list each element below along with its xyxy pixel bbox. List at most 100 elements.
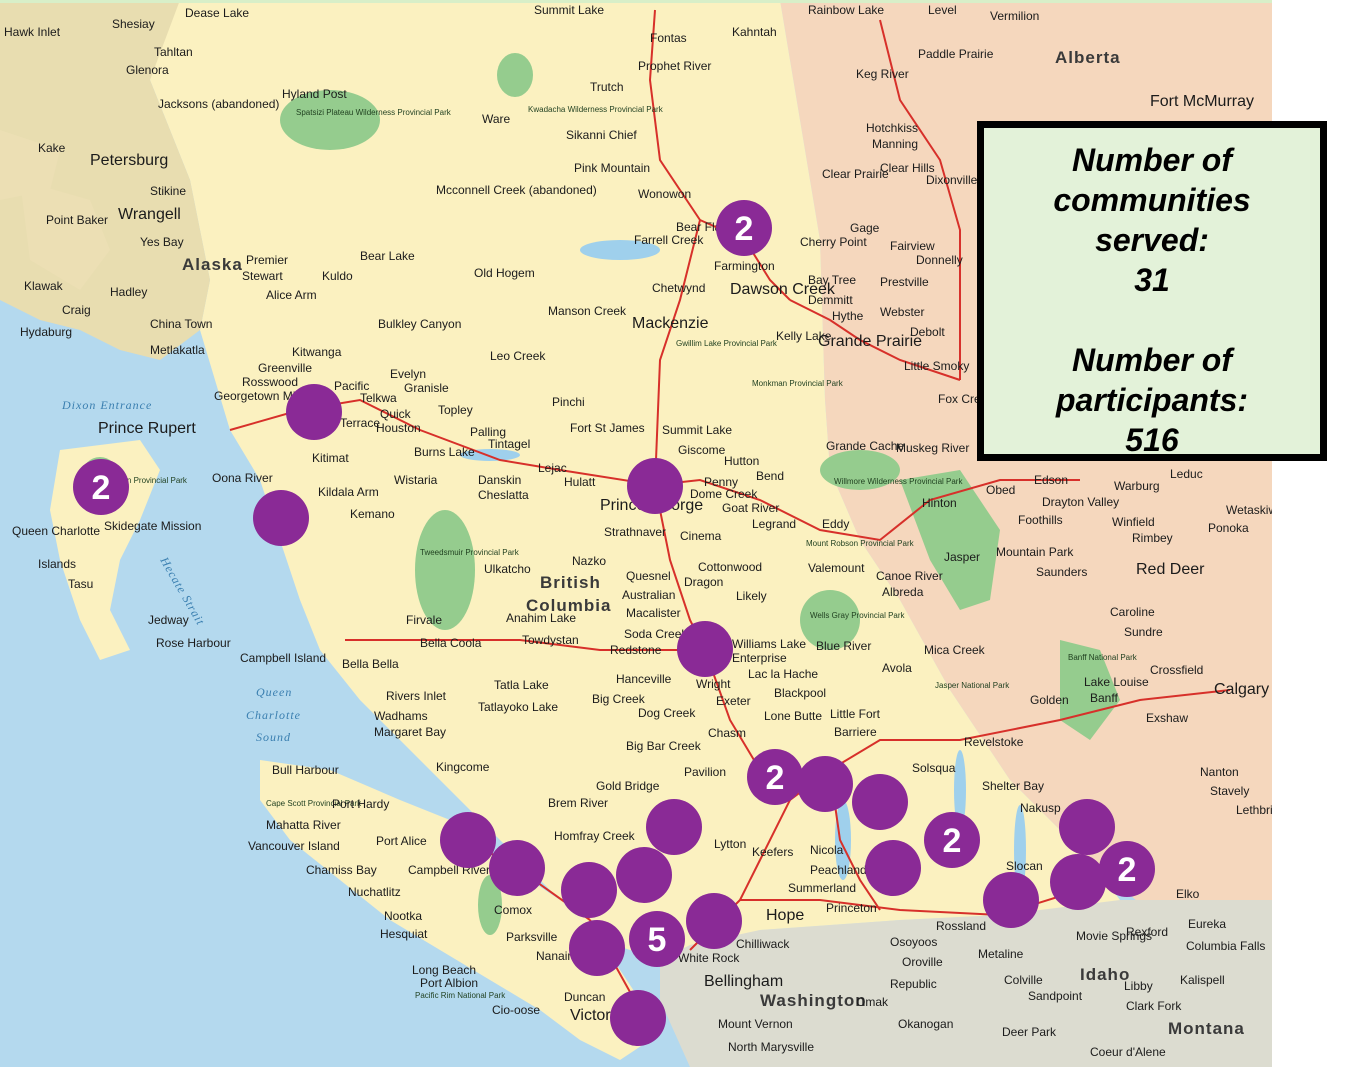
park-tweedsmuir: Tweedsmuir Provincial Park (420, 548, 520, 557)
place-kitimat: Kitimat (312, 451, 349, 465)
place-jasper: Jasper (944, 550, 980, 564)
place-winfield: Winfield (1112, 515, 1155, 529)
place-point-baker: Point Baker (46, 213, 108, 227)
place-eddy: Eddy (822, 517, 849, 531)
marker-circle (852, 774, 908, 830)
place-comox: Comox (494, 903, 532, 917)
place-quick: Quick (380, 407, 412, 421)
place-slocan: Slocan (1006, 859, 1043, 873)
place-hadley: Hadley (110, 285, 147, 299)
place-mountain-park: Mountain Park (996, 545, 1074, 559)
place-exeter: Exeter (716, 694, 751, 708)
tweedsmuir-park (415, 510, 475, 630)
marker-circle (983, 872, 1039, 928)
place-revelstoke: Revelstoke (964, 735, 1024, 749)
park-mt-robson: Mount Robson Provincial Park (806, 539, 915, 548)
place-quesnel: Quesnel (626, 569, 671, 583)
place-okanogan: Okanogan (898, 1017, 953, 1031)
marker-vernon: 2 (924, 812, 980, 868)
place-calgary: Calgary (1214, 681, 1269, 698)
place-north-marysville: North Marysville (728, 1040, 814, 1054)
place-hesquiat: Hesquiat (380, 927, 428, 941)
marker-terrace (286, 384, 342, 440)
place-bend: Bend (756, 469, 784, 483)
marker-williams-lake (677, 621, 733, 677)
strathcona-park (478, 875, 502, 935)
place-farmington: Farmington (714, 259, 775, 273)
place-tintagel: Tintagel (488, 437, 530, 451)
place-shelter-bay: Shelter Bay (982, 779, 1044, 793)
place-mahatta-river: Mahatta River (266, 818, 341, 832)
place-kalispell: Kalispell (1180, 973, 1225, 987)
marker-kelowna (865, 840, 921, 896)
marker-circle (1059, 799, 1115, 855)
place-prophet-river: Prophet River (638, 59, 711, 73)
place-debolt: Debolt (910, 325, 945, 339)
place-lytton: Lytton (714, 837, 746, 851)
marker-port-mcneill (440, 812, 496, 868)
place-vancouver-island: Vancouver Island (248, 839, 340, 853)
marker-squamish (646, 799, 702, 855)
place-sikanni-chief: Sikanni Chief (566, 128, 637, 142)
place-valemount: Valemount (808, 561, 865, 575)
place-edson: Edson (1034, 473, 1068, 487)
road-chilcotin (345, 639, 705, 651)
communities-label-line-2: communities (1053, 182, 1251, 218)
place-mcconnell-creek: Mcconnell Creek (abandoned) (436, 183, 597, 197)
marker-fort-st-john: 2 (716, 200, 772, 256)
road-peace (789, 299, 961, 381)
marker-kamloops (797, 756, 853, 812)
road-cariboo (654, 484, 792, 951)
arrow-lake (954, 750, 966, 830)
marker-circle (627, 458, 683, 514)
marker-circle (865, 840, 921, 896)
stats-gap (984, 300, 1320, 340)
place-trutch: Trutch (590, 80, 624, 94)
marker-circle (629, 911, 685, 967)
place-fairview: Fairview (890, 239, 935, 253)
place-victoria: Victoria (570, 1007, 623, 1024)
top-strip (0, 0, 1272, 3)
marker-kitimat (253, 490, 309, 546)
place-anahim-lake: Anahim Lake (506, 611, 576, 625)
place-bear-lake: Bear Lake (360, 249, 415, 263)
region-washington: Washington (760, 991, 867, 1010)
marker-vancouver: 5 (629, 911, 685, 967)
place-port-hardy: Port Hardy (332, 797, 389, 811)
place-little-smoky: Little Smoky (904, 359, 969, 373)
water-qcs-2: Charlotte (246, 708, 301, 722)
place-rainbow-lake: Rainbow Lake (808, 3, 884, 17)
place-chasm: Chasm (708, 726, 746, 740)
water-dixon: Dixon Entrance (61, 398, 152, 412)
water-qcs-3: Sound (256, 730, 291, 744)
place-hotchkiss: Hotchkiss (866, 121, 918, 135)
place-labels: Dease Lake Shesiay Tahltan Glenora Hawk … (4, 3, 1272, 1059)
place-kemano: Kemano (350, 507, 395, 521)
place-hyland-post: Hyland Post (282, 87, 347, 101)
place-big-bar-creek: Big Bar Creek (626, 739, 702, 753)
place-barriere: Barriere (834, 725, 877, 739)
place-islands: Islands (38, 557, 76, 571)
place-summit-lake-top: Summit Lake (534, 3, 604, 17)
place-manson-creek: Manson Creek (548, 304, 627, 318)
place-terrace: Terrace (340, 416, 380, 430)
place-old-hogem: Old Hogem (474, 266, 535, 280)
park-spatsizi: Spatsizi Plateau Wilderness Provincial P… (296, 108, 452, 117)
place-giscome: Giscome (678, 443, 726, 457)
place-soda-creek: Soda Creek (624, 627, 688, 641)
place-kingcome: Kingcome (436, 760, 490, 774)
place-lejac: Lejac (538, 461, 567, 475)
place-drayton-valley: Drayton Valley (1042, 495, 1119, 509)
place-prestville: Prestville (880, 275, 929, 289)
place-likely: Likely (736, 589, 767, 603)
region-alaska: Alaska (182, 255, 243, 274)
place-lone-butte: Lone Butte (764, 709, 822, 723)
park-cape-scott: Cape Scott Provincial Park (266, 799, 362, 808)
road-ab-north (879, 19, 961, 380)
place-republic: Republic (890, 977, 937, 991)
place-glenora: Glenora (126, 63, 169, 77)
place-towdystan: Towdystan (522, 633, 579, 647)
vancouver-island-land (260, 760, 650, 1060)
place-stewart: Stewart (242, 269, 283, 283)
place-mount-vernon: Mount Vernon (718, 1017, 793, 1031)
